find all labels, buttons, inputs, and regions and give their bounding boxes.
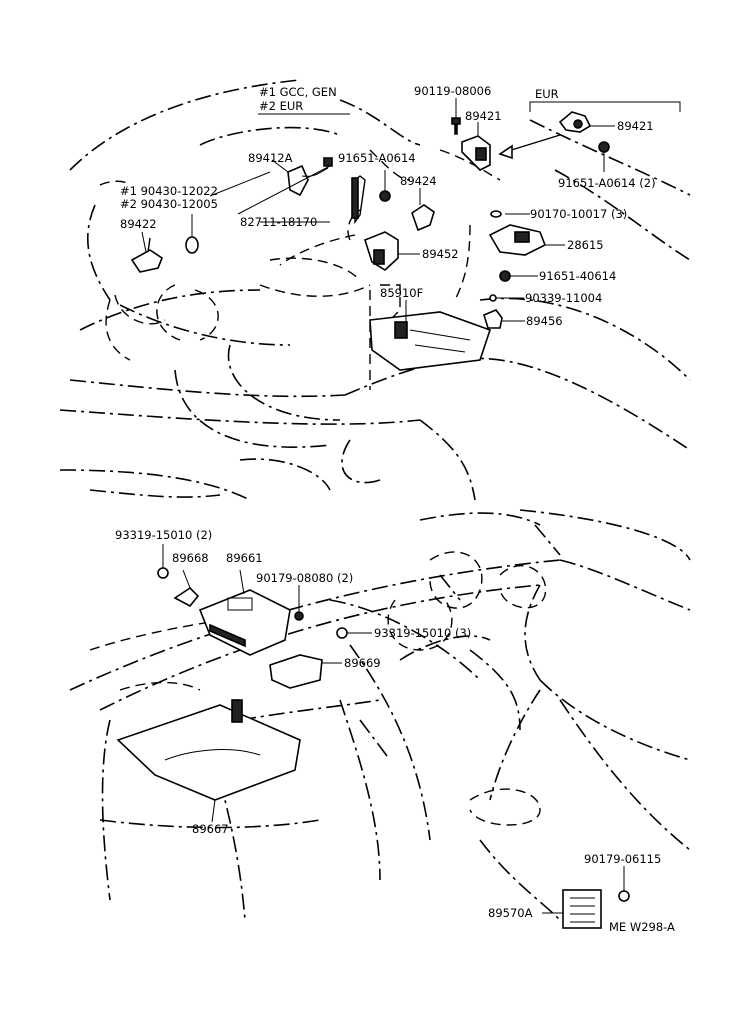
label-89668: 89668 (172, 551, 209, 565)
nut-91651-a0614-2-shape (598, 141, 610, 153)
legend-line-1: #1 GCC, GEN (259, 85, 337, 99)
nut-93319-3-shape (336, 627, 348, 639)
nut-93319-2-shape (157, 567, 169, 579)
label-89570a: 89570A (488, 906, 533, 920)
diagram-code: ME W298-A (609, 920, 675, 934)
nut-90179-06115-shape (618, 890, 630, 902)
label-89452: 89452 (422, 247, 459, 261)
label-90430-12022: #1 90430-12022 (120, 184, 218, 198)
label-89456: 89456 (526, 314, 563, 328)
label-91651-a0614-2: 91651-A0614 (2) (558, 176, 656, 190)
part-85910f-shape (369, 311, 492, 371)
part-89661-shape (198, 589, 291, 656)
nut-91651-a0614-shape (379, 190, 391, 202)
eur-bracket: EUR (498, 87, 681, 160)
label-90170-10017: 90170-10017 (3) (530, 207, 627, 221)
part-89412a-shape (287, 164, 309, 197)
part-89456-shape (483, 309, 503, 329)
label-85910f: 85910F (380, 286, 423, 300)
bolt-90119-shape (451, 117, 461, 135)
label-28615: 28615 (567, 238, 604, 252)
label-89661: 89661 (226, 551, 263, 565)
label-89421-a: 89421 (465, 109, 502, 123)
label-89667: 89667 (192, 822, 229, 836)
legend: #1 GCC, GEN #2 EUR (258, 85, 350, 115)
nut-90179-08080-shape (294, 611, 304, 621)
washer-90430-shape (185, 236, 199, 254)
part-89424-shape (411, 204, 435, 232)
label-89412a: 89412A (248, 151, 293, 165)
engine-bay-outline (59, 79, 691, 501)
eur-label: EUR (535, 87, 559, 101)
label-93319-15010-2: 93319-15010 (2) (115, 528, 212, 542)
label-93319-15010-3: 93319-15010 (3) (374, 626, 471, 640)
label-82711-18170: 82711-18170 (240, 215, 317, 229)
part-labels: 90119-08006 89421 89421 91651-A0614 (2) … (115, 84, 675, 934)
label-91651-40614: 91651-40614 (539, 269, 616, 283)
label-90430-12005: #2 90430-12005 (120, 197, 218, 211)
label-90179-06115: 90179-06115 (584, 852, 661, 866)
label-90119-08006: 90119-08006 (414, 84, 491, 98)
label-90339-11004: 90339-11004 (525, 291, 602, 305)
leader-lines (141, 98, 625, 914)
label-89669: 89669 (344, 656, 381, 670)
part-90339-shape (489, 294, 497, 302)
legend-line-2: #2 EUR (259, 99, 303, 113)
part-shapes (116, 111, 630, 929)
washer-90170-shape (490, 210, 502, 218)
label-89421-b: 89421 (617, 119, 654, 133)
nut-91651-40614-shape (499, 270, 511, 282)
label-90179-08080: 90179-08080 (2) (256, 571, 353, 585)
part-89667-shape (116, 704, 301, 801)
part-89669-shape (269, 654, 323, 689)
part-89668-shape (173, 586, 200, 608)
label-89424: 89424 (400, 174, 437, 188)
interior-outline (69, 509, 691, 921)
label-89422: 89422 (120, 217, 157, 231)
label-91651-a0614: 91651-A0614 (338, 151, 416, 165)
part-89422-shape (130, 249, 163, 273)
